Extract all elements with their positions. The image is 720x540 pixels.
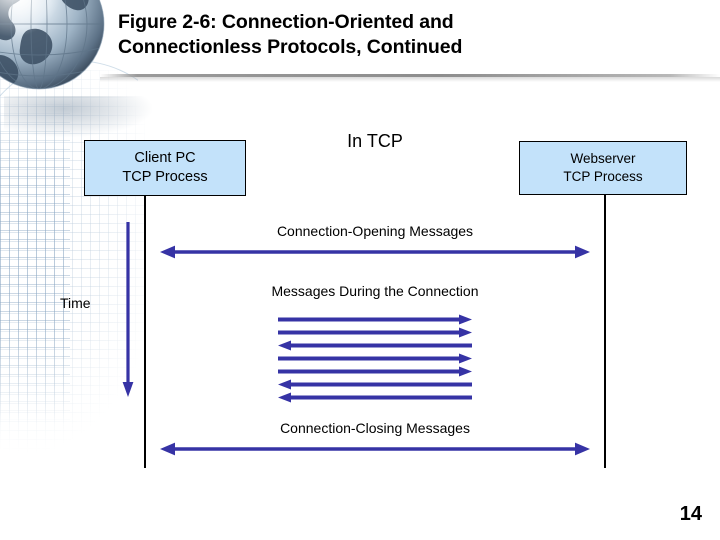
during-message-arrow-2 — [278, 327, 472, 338]
background-grid-pattern-secondary — [0, 95, 70, 425]
slide-title: Figure 2-6: Connection-Oriented and Conn… — [118, 10, 678, 60]
connection-closing-arrow — [160, 442, 590, 456]
during-message-arrow-7 — [278, 392, 472, 403]
during-message-arrow-4 — [278, 353, 472, 364]
background-grid-pattern — [0, 70, 145, 470]
client-pc-tcp-process-box: Client PC TCP Process — [84, 140, 246, 196]
slide-title-line-1: Figure 2-6: Connection-Oriented and — [118, 11, 454, 33]
globe-shadow — [4, 96, 154, 138]
connection-opening-arrow — [160, 245, 590, 259]
server-box-line-2: TCP Process — [563, 169, 643, 184]
slide-title-line-2: Connectionless Protocols, Continued — [118, 36, 463, 58]
section-heading-in-tcp: In TCP — [347, 131, 403, 151]
webserver-tcp-process-box: Webserver TCP Process — [519, 141, 687, 195]
time-axis-arrow — [122, 222, 134, 397]
server-lifeline — [604, 195, 606, 468]
time-axis-label: Time — [60, 295, 91, 311]
client-box-line-1: Client PC — [134, 150, 196, 166]
during-message-arrow-5 — [278, 366, 472, 377]
label-messages-during-connection: Messages During the Connection — [271, 283, 479, 299]
client-box-line-2: TCP Process — [122, 169, 208, 185]
during-message-arrow-1 — [278, 314, 472, 325]
server-box-line-1: Webserver — [570, 151, 636, 166]
during-connection-arrow-stack — [278, 314, 478, 403]
globe-icon — [0, 0, 114, 102]
client-lifeline — [144, 196, 146, 468]
during-message-arrow-6 — [278, 379, 472, 390]
page-number: 14 — [679, 503, 702, 525]
during-message-arrow-3 — [278, 340, 472, 351]
label-connection-opening-messages: Connection-Opening Messages — [276, 223, 474, 239]
label-connection-closing-messages: Connection-Closing Messages — [280, 420, 470, 436]
title-divider — [100, 74, 720, 77]
title-divider-shadow — [100, 77, 720, 82]
